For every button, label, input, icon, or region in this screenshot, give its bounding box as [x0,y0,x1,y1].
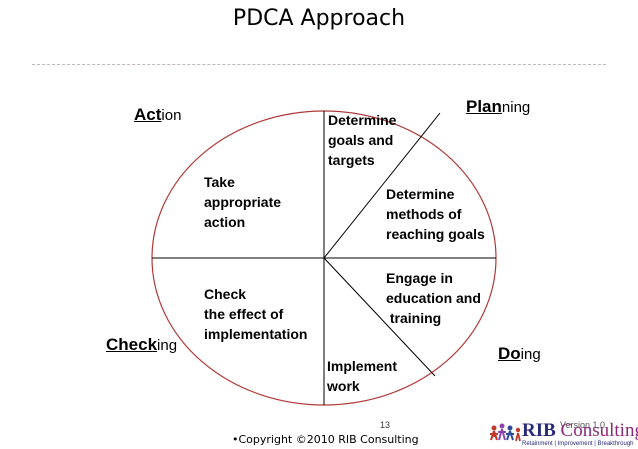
label-action: Action [134,105,181,125]
segment-line: the effect of [204,306,284,322]
figure-icon [498,423,506,441]
logo-brand-main: RIB [522,420,556,441]
divider-upper-diagonal [323,112,441,259]
segment-line: training [386,310,442,326]
segment-take-action: Take appropriate action [204,172,281,232]
version-label: Version 1.0 [560,420,606,430]
label-planning-rest: ning [501,99,531,116]
page-number: 13 [380,420,391,430]
segment-determine-goals: Determine goals and targets [328,110,396,170]
segment-determine-methods: Determine methods of reaching goals [386,184,485,244]
logo-brand: RIB Consulting [522,420,638,442]
label-checking-rest: ing [157,337,178,354]
title-divider [32,64,606,65]
label-checking-bold: Check [106,335,158,354]
logo-brand-accent: Consulting [560,420,638,441]
label-doing: Doing [498,344,541,364]
segment-line: action [204,214,246,230]
segment-line: Determine [386,186,455,202]
label-planning-bold: Plan [466,97,502,116]
segment-line: reaching goals [386,226,485,242]
figure-icon [515,427,521,442]
figure-icon [506,425,514,441]
label-action-rest: ion [161,107,182,124]
segment-line: Engage in [386,270,453,286]
segment-line: goals and [328,132,394,148]
copyright-notice: •Copyright ©2010 RIB Consulting [232,433,419,446]
logo-tagline: Retainment | Improvement | Breakthrough [522,441,634,447]
label-doing-bold: Do [498,344,521,363]
slide-title: PDCA Approach [232,6,406,31]
figure-icon [490,425,498,441]
segment-line: Implement [327,358,398,374]
segment-line: Check [204,286,247,302]
segment-line: implementation [204,326,308,342]
segment-line: Determine [328,112,397,128]
segment-line: education and [386,290,481,306]
label-action-bold: Act [134,105,162,124]
segment-line: targets [328,152,375,168]
label-checking: Checking [106,335,177,355]
people-figures-icon [490,423,521,442]
label-planning: Planning [466,97,530,117]
divider-lower-diagonal [323,257,436,377]
rib-consulting-logo: RIB Consulting Retainment | Improvement … [488,420,638,448]
segment-line: work [327,378,360,394]
segment-check: Check the effect of implementation [204,284,307,344]
segment-line: Take [204,174,235,190]
segment-implement: Implement work [327,356,397,396]
segment-line: appropriate [204,194,282,210]
segment-engage: Engage in education and training [386,268,481,328]
label-doing-rest: ing [520,346,541,363]
segment-line: methods of [386,206,462,222]
